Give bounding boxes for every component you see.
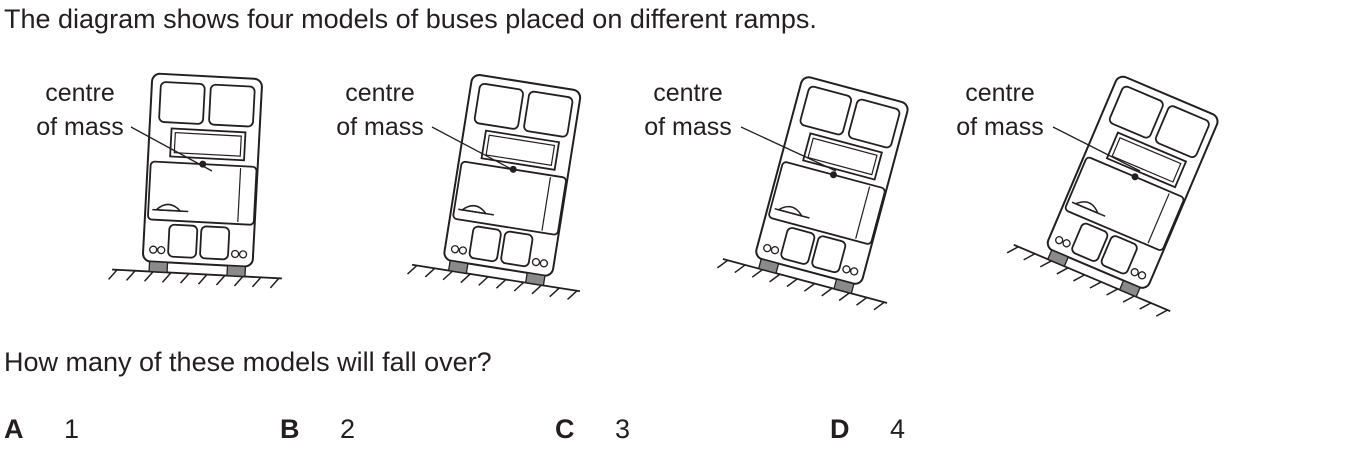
centre-of-mass-label-1-line1: centre — [45, 79, 114, 107]
bus-figure-4: centre of mass — [956, 73, 1221, 320]
leader-line-4 — [1052, 126, 1141, 172]
option-c-value: 3 — [615, 414, 631, 444]
option-a-letter: A — [4, 414, 24, 444]
option-d-value: 4 — [890, 414, 906, 444]
bus-model-2 — [440, 72, 583, 288]
bus-model-1 — [141, 72, 264, 278]
centre-of-mass-label-3-line1: centre — [653, 79, 722, 107]
bus-figure-1: centre of mass — [36, 72, 283, 290]
question-text: How many of these models will fall over? — [4, 347, 492, 377]
bus-model-3 — [750, 74, 911, 297]
ramp-2 — [406, 263, 581, 303]
bus-figure-3: centre of mass — [644, 74, 911, 314]
leader-line-2 — [431, 126, 516, 172]
centre-of-mass-label-3-line2: of mass — [644, 113, 732, 141]
option-d-letter: D — [830, 414, 850, 444]
centre-of-mass-label-1-line2: of mass — [36, 113, 124, 141]
intro-text: The diagram shows four models of buses p… — [4, 4, 817, 34]
centre-of-mass-label-2-line2: of mass — [336, 113, 424, 141]
bus-figure-2: centre of mass — [336, 72, 583, 303]
bus-model-4 — [1040, 73, 1221, 301]
option-a-value: 1 — [64, 414, 80, 444]
centre-of-mass-label-4-line2: of mass — [956, 113, 1044, 141]
centre-of-mass-label-4-line1: centre — [965, 79, 1034, 107]
ramp-1 — [107, 268, 283, 290]
centre-of-mass-label-2-line1: centre — [345, 79, 414, 107]
option-b-letter: B — [280, 414, 300, 444]
leader-line-1 — [130, 126, 213, 172]
option-b-value: 2 — [340, 414, 356, 444]
option-c-letter: C — [555, 414, 575, 444]
bus-ramps-diagram: centre of mass centre of mass centre of … — [36, 72, 1221, 320]
leader-line-3 — [740, 126, 837, 172]
